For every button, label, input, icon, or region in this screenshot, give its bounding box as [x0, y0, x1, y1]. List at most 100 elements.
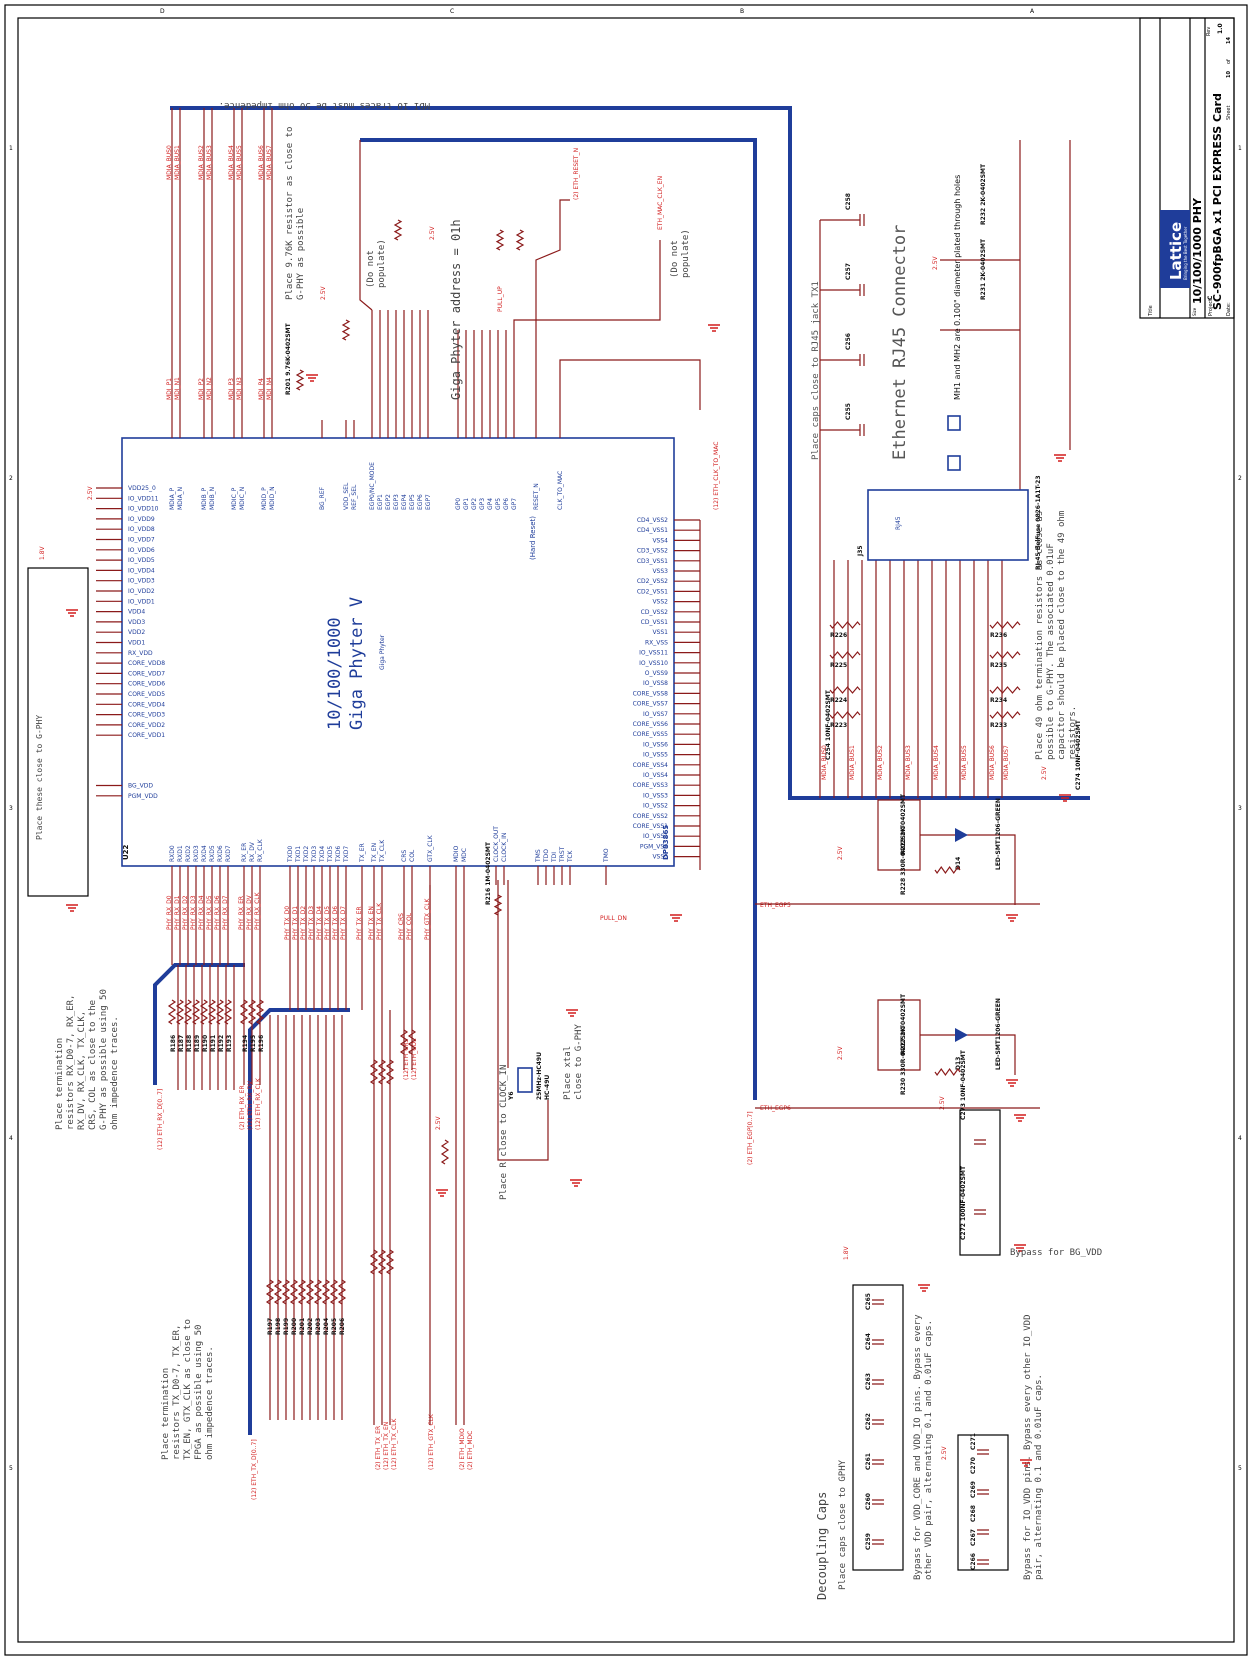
rx-net-label: PHY_RX_CLK [254, 891, 261, 930]
bottom-pin-label: RXD2 [185, 845, 192, 862]
tx-term-refdes: R197 [267, 1318, 274, 1335]
tx-net-label: PHY_TX_D5 [324, 906, 331, 940]
right-pin-label: VSS1 [652, 629, 668, 636]
term49-resistor [989, 621, 1021, 629]
tx-term-refdes: R199 [283, 1318, 290, 1335]
top-pin-label: GP2 [471, 498, 478, 510]
rj45-connector: J35 RJ45 RJ-45 BelFuse 0826-1A1T-23 Ethe… [811, 175, 1042, 570]
rx-bus-label: (12) ETH_RX_D[0..7] [157, 1089, 164, 1150]
border-letter: D [160, 8, 165, 15]
right-pin-label: IO_VSS10 [639, 660, 668, 667]
decoupling-cap [872, 1419, 884, 1425]
tx-clk-label: (12) ETH_TX_CLK [391, 1418, 398, 1470]
bottom-pin-label: TXD2 [303, 846, 310, 863]
clock-in-note: Place R close to CLOCK_IN [499, 1065, 509, 1200]
led-d14: D14 LED-SMT1206-GREEN [877, 798, 1016, 905]
rj45-cap-wires [820, 219, 860, 431]
right-pin-label: IO_VSS1 [643, 833, 668, 840]
rj45-cap-refdes: C255 [845, 403, 852, 420]
top-pin-label: VDD_SEL [343, 482, 350, 510]
right-pin-label: CORE_VSS7 [633, 701, 669, 708]
hard-reset-note: (Hard Reset) [529, 516, 537, 560]
top-pin-label: MDID_P [261, 487, 268, 510]
mdia-term-label: MDIA_BUS2 [877, 745, 884, 780]
bypass-core-note: Bypass for VDD_CORE and VDD_IO pins. Byp… [913, 1314, 923, 1580]
rx-term-refdes: R190 [202, 1035, 209, 1052]
mdi-net-label: MDI_P2 [198, 378, 205, 400]
bottom-pin-label: TCK [567, 849, 574, 863]
tx-ctl-resistor [385, 1059, 395, 1085]
border-number: 1 [9, 145, 13, 152]
top-pin-label: GP5 [495, 498, 502, 510]
misc-component-label: R231 2K-0402SMT [980, 238, 987, 300]
term49-refdes: R225 [830, 662, 847, 669]
bottom-pin-label: TX_EN [371, 843, 378, 863]
decoupling-sub: Place caps close to GPHY [838, 1459, 848, 1590]
rail-25v-top: 2.5V [320, 285, 327, 300]
term49-refdes: R224 [830, 697, 847, 704]
egp-bus-label: (2) ETH_EGP[0..7] [747, 1111, 754, 1165]
rj45-cap [859, 284, 865, 296]
r227 [934, 1067, 961, 1077]
rx-term-refdes: R195 [250, 1035, 257, 1052]
left-pin-label: VDD4 [128, 609, 145, 616]
r201 [295, 369, 305, 391]
rx-net-label: PHY_RX_ER [238, 896, 245, 930]
mdi-net-label: MDI_P4 [258, 378, 265, 400]
tx-term-refdes: R205 [331, 1318, 338, 1335]
rx-term-note: RX_DV, RX_CLK, TX_CLK, [77, 1011, 87, 1130]
right-pin-label: VSS2 [652, 599, 668, 606]
dnp-note-2: (Do not [670, 240, 680, 278]
border-letter: C [450, 8, 454, 15]
bottom-pin-label: RXD6 [217, 845, 224, 862]
mdia-bus-label: MDIA_BUS0 [166, 145, 173, 180]
mdio-label: (2) ETH_MDIO [459, 1428, 466, 1470]
rj45-cap-refdes: C257 [845, 263, 852, 280]
tx-net-label: PHY_TX_D3 [308, 906, 315, 940]
rj45-part: RJ-45 BelFuse 0826-1A1T-23 [1035, 475, 1042, 570]
ground-symbol [1020, 1459, 1032, 1467]
decap-refdes: C264 [865, 1333, 872, 1350]
term49-note: Place 49 ohm termination resistors as cl… [1035, 511, 1045, 760]
gtx-label: (12) ETH_GTX_CLK [428, 1413, 435, 1470]
decap-refdes: C267 [970, 1529, 977, 1546]
rail-25v-xtal: 2.5V [435, 1115, 442, 1130]
pull-dn-label: PULL_DN [600, 915, 627, 922]
top-pin-label: MDIA_P [169, 487, 176, 510]
rx-term-resistor [239, 999, 249, 1025]
decoupling-cap [872, 1539, 884, 1545]
rail-25v-io: 2.5V [941, 1445, 948, 1460]
left-pin-label: IO_VDD1 [128, 598, 155, 605]
left-pin-label: VDD3 [128, 619, 145, 626]
bottom-pin-label: TXD5 [327, 846, 334, 863]
tx-net-label: PHY_TX_CLK [376, 902, 383, 940]
rx-term-note: resistors RX_D0-7, RX_ER, [66, 995, 76, 1130]
rx-term-resistor [191, 999, 201, 1025]
company-tagline: Bringing the Best Together [1183, 226, 1188, 280]
rx-net-label: PHY_RX_DV [246, 894, 253, 930]
decap-refdes: C271 [970, 1433, 977, 1450]
tx-ctl-resistor [369, 1059, 379, 1085]
left-pin-label: IO_VDD11 [128, 495, 159, 502]
led-d14-refdes: D14 [955, 857, 962, 870]
rail-25v-c274: 2.5V [1041, 765, 1048, 780]
rx-term-refdes: R193 [226, 1035, 233, 1052]
right-pin-label: CD2_VSS2 [637, 578, 668, 585]
top-pin-label: BG_REF [319, 486, 326, 510]
top-pin-label: GP6 [503, 498, 510, 510]
bottom-pin-label: TMO [603, 848, 610, 863]
left-pin-label: RX_VDD [128, 650, 153, 657]
dnp-note-2: populate) [681, 229, 691, 278]
tx-term-refdes: R200 [291, 1318, 298, 1335]
bottom-pin-label: RXD1 [177, 845, 184, 862]
decoupling-cap [872, 1339, 884, 1345]
term49-refdes: R223 [830, 722, 847, 729]
signal-wires [171, 108, 1071, 1425]
right-pin-label: CD3_VSS1 [637, 558, 668, 565]
right-pin-label: PGM_VSS [640, 843, 668, 850]
top-pin-label: REF_SEL [351, 484, 358, 510]
decap-refdes: C263 [865, 1373, 872, 1390]
led-d13-part: LED-SMT1206-GREEN [995, 998, 1002, 1070]
mac-clk-en-wire [513, 240, 661, 330]
